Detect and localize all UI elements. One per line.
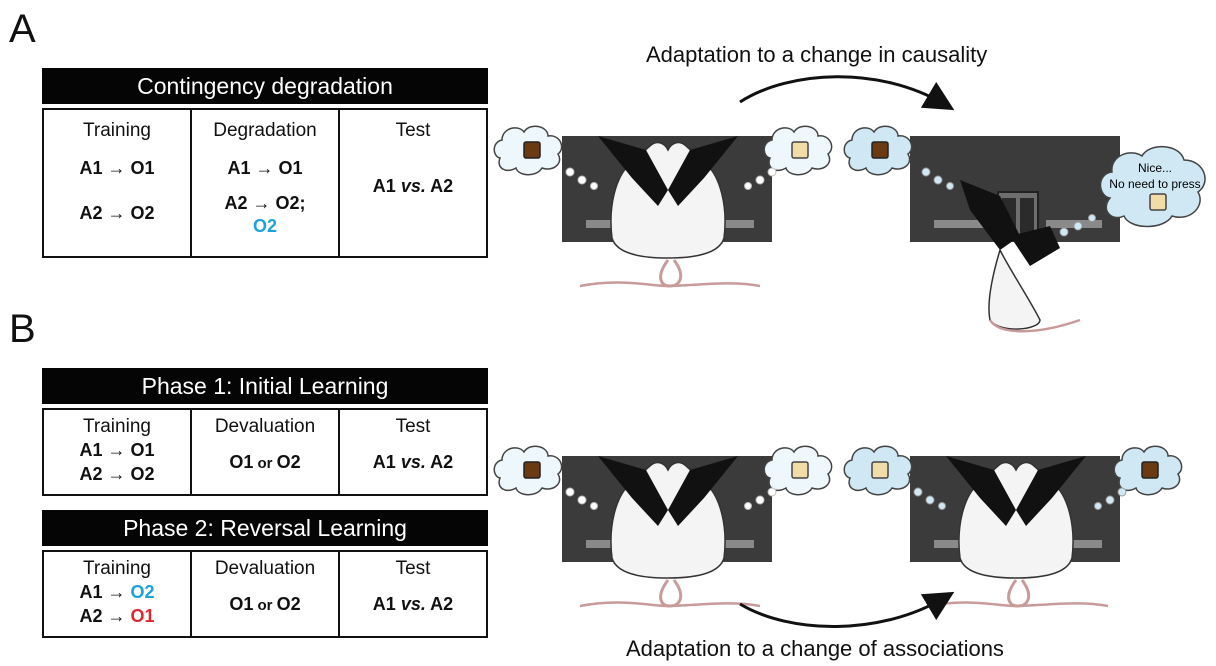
training-a1-o1: A1 → O1 xyxy=(79,158,155,178)
panel-b-right-scene xyxy=(843,445,1183,608)
phase-1-title: Phase 1: Initial Learning xyxy=(42,368,488,404)
phase1-devaluation-header: Devaluation xyxy=(214,416,316,437)
no-need-to-press-text: No need to press xyxy=(1109,177,1200,191)
degradation-a1-o1: A1 → O1 xyxy=(227,158,303,178)
phase1-training-header: Training xyxy=(83,416,151,437)
phase2-devaluation-header: Devaluation xyxy=(214,558,316,579)
phase1-test-header: Test xyxy=(395,416,431,437)
panel-b-left-scene xyxy=(493,445,833,608)
phase2-test-header: Test xyxy=(395,558,431,579)
contingency-degradation-table: Training A1 → O1 A2 → O2 Degradation A1 … xyxy=(42,108,488,258)
phase1-test-column: Test A1 vs. A2 xyxy=(340,410,486,494)
phase2-a1-o2: A1 → O2 xyxy=(79,582,155,602)
test-column: Test A1 vs. A2 xyxy=(340,110,486,256)
associations-caption: Adaptation to a change of associations xyxy=(626,636,1004,661)
associations-arrow xyxy=(739,591,955,628)
phase2-test-value: A1 vs. A2 xyxy=(372,594,454,614)
degradation-a2-o2: A2 → O2; xyxy=(224,193,306,213)
test-header: Test xyxy=(395,120,431,141)
nice-text: Nice... xyxy=(1138,161,1172,175)
phase-2-table: Training A1 → O2 A2 → O1 Devaluation O1 … xyxy=(42,550,488,638)
training-a2-o2: A2 → O2 xyxy=(79,203,155,223)
phase-1-table: Training A1 → O1 A2 → O2 Devaluation O1 … xyxy=(42,408,488,496)
phase2-a2-o1: A2 → O1 xyxy=(79,606,155,626)
phase2-test-column: Test A1 vs. A2 xyxy=(340,552,486,636)
training-column: Training A1 → O1 A2 → O2 xyxy=(44,110,192,256)
phase2-devaluation-column: Devaluation O1 or O2 xyxy=(192,552,340,636)
phase1-devaluation-column: Devaluation O1 or O2 xyxy=(192,410,340,494)
phase2-training-column: Training A1 → O2 A2 → O1 xyxy=(44,552,192,636)
panel-a-right-scene: Nice... No need to press xyxy=(843,125,1206,333)
phase1-a1-o1: A1 → O1 xyxy=(79,440,155,460)
test-a1-vs-a2: A1 vs. A2 xyxy=(372,176,454,196)
phase1-training-column: Training A1 → O1 A2 → O2 xyxy=(44,410,192,494)
phase-2-title: Phase 2: Reversal Learning xyxy=(42,510,488,546)
phase1-test-value: A1 vs. A2 xyxy=(372,452,454,472)
training-header: Training xyxy=(83,120,151,141)
phase2-devaluation-value: O1 or O2 xyxy=(229,594,301,614)
panel-a-letter: A xyxy=(9,7,36,51)
degradation-free-o2: O2 xyxy=(252,216,277,236)
contingency-degradation-title: Contingency degradation xyxy=(42,68,488,104)
degradation-header: Degradation xyxy=(213,120,317,141)
phase2-training-header: Training xyxy=(83,558,151,579)
panel-a-left-scene xyxy=(493,125,833,288)
causality-arrow xyxy=(739,75,955,111)
degradation-column: Degradation A1 → O1 A2 → O2; O2 xyxy=(192,110,340,256)
phase1-a2-o2: A2 → O2 xyxy=(79,464,155,484)
panel-b-letter: B xyxy=(9,307,36,351)
phase1-devaluation-value: O1 or O2 xyxy=(229,452,301,472)
causality-caption: Adaptation to a change in causality xyxy=(646,42,988,67)
